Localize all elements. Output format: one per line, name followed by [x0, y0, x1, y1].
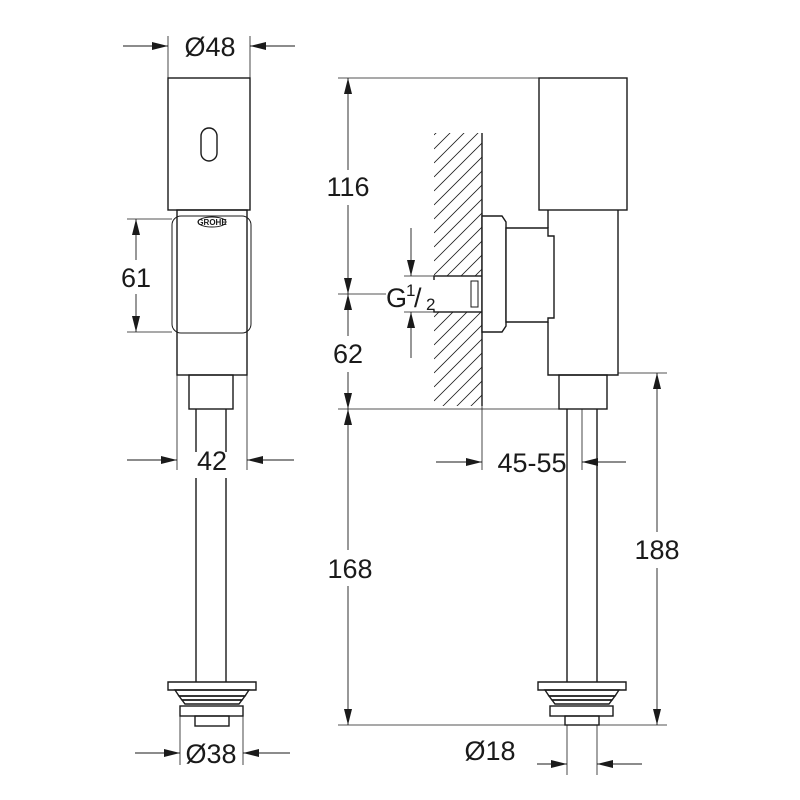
hatch-line: [434, 198, 482, 248]
hatch-line: [434, 73, 482, 121]
label-body-height: 61: [121, 263, 151, 293]
front-view: GROHE Ø48: [121, 32, 295, 769]
hatch-line: [434, 133, 465, 164]
wall-hatching: [434, 73, 483, 499]
dim-bottom-diameter: Ø38: [135, 716, 290, 769]
dim-total-length: 188: [634, 373, 680, 725]
label-pipe-diameter: Ø18: [464, 736, 515, 766]
hatch-line: [434, 324, 482, 374]
dim-pipe-diameter: Ø18: [464, 725, 642, 775]
dim-thread: G 1 / 2: [386, 228, 440, 358]
brand-logo-icon: GROHE: [197, 216, 227, 228]
hatch-line: [434, 133, 479, 178]
label-thread-slash: /: [414, 283, 422, 313]
hatch-line: [434, 338, 482, 388]
label-thread-den: 2: [426, 295, 435, 314]
side-connector-bottom: [558, 374, 608, 410]
hatch-line: [434, 184, 482, 234]
label-top-diameter: Ø48: [184, 32, 235, 62]
side-valve-body: [547, 210, 619, 376]
label-pipe-length: 168: [327, 554, 372, 584]
hatch-line: [434, 212, 482, 262]
label-wall-distance: 45-55: [497, 448, 566, 478]
bottom-fitting: [167, 678, 257, 727]
hatch-line: [434, 170, 482, 220]
label-upper-height: 116: [326, 172, 369, 202]
hatch-line: [434, 142, 482, 192]
dim-body-width: 42: [127, 375, 294, 476]
connector: [188, 374, 234, 410]
sensor-window-icon: [200, 127, 218, 162]
dim-vertical-left: 116 62 168: [326, 78, 373, 725]
wall-flange: [481, 215, 507, 333]
body-cover: [171, 215, 252, 334]
label-bottom-diameter: Ø38: [185, 739, 236, 769]
hatch-line: [434, 451, 482, 499]
dim-body-height: 61: [121, 218, 172, 333]
hatch-line: [434, 409, 482, 457]
hatch-line: [470, 394, 482, 406]
hatch-line: [434, 133, 451, 150]
label-body-width: 42: [197, 446, 227, 476]
side-view: 116 62 168 188: [326, 73, 680, 775]
hatch-line: [434, 352, 482, 402]
side-connector: [505, 227, 555, 323]
hatch-line: [434, 226, 482, 276]
label-lower-height: 62: [333, 339, 363, 369]
hatch-line: [434, 156, 482, 206]
hatch-line: [442, 366, 482, 406]
side-bottom-fitting: [537, 678, 627, 726]
hatch-line: [434, 310, 482, 360]
dim-top-diameter: Ø48: [123, 32, 295, 78]
valve-body: [176, 209, 248, 376]
side-sensor-head: [538, 77, 628, 211]
inlet-thread: [470, 280, 479, 308]
inlet-pipe: [433, 275, 483, 313]
label-total-length: 188: [634, 535, 679, 565]
label-thread-num: 1: [406, 281, 415, 300]
hatch-line: [434, 133, 437, 136]
sensor-head: [167, 77, 251, 211]
hatch-line: [456, 380, 482, 406]
label-thread: G: [386, 283, 407, 313]
brand-logo-text: GROHE: [197, 218, 227, 227]
dim-wall-distance: 45-55: [436, 406, 626, 478]
